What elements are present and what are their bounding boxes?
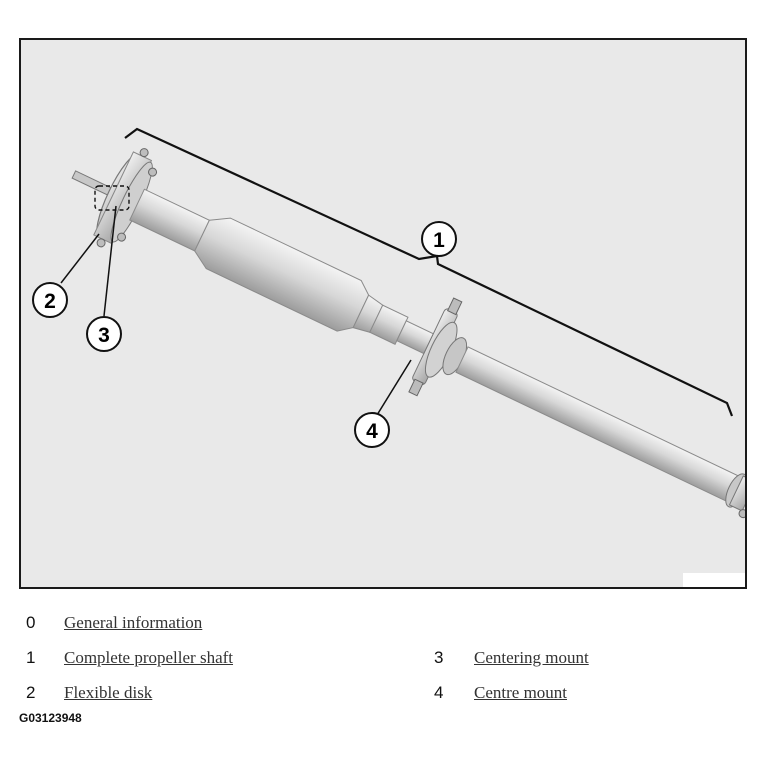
propeller-shaft xyxy=(71,148,745,519)
diagram-canvas: 1 2 3 4 xyxy=(32,127,745,587)
callout-4[interactable]: 4 xyxy=(354,412,390,448)
figure-id: G03123948 xyxy=(19,711,82,725)
legend-number: 2 xyxy=(26,683,36,702)
legend-number: 0 xyxy=(26,613,36,632)
legend-link-flexible-disk[interactable]: Flexible disk xyxy=(64,683,153,702)
legend-link-complete-propeller-shaft[interactable]: Complete propeller shaft xyxy=(64,648,234,667)
callout-1[interactable]: 1 xyxy=(421,221,457,257)
propeller-shaft-diagram: 1 2 3 4 xyxy=(19,38,747,589)
leader-line-2 xyxy=(60,233,100,284)
legend-link-centering-mount[interactable]: Centering mount xyxy=(474,648,589,667)
legend-number: 4 xyxy=(434,683,444,702)
legend-link-centre-mount[interactable]: Centre mount xyxy=(474,683,568,702)
corner-patch xyxy=(683,573,745,587)
leader-line-3 xyxy=(103,205,117,317)
svg-text:2: 2 xyxy=(44,290,56,313)
svg-text:1: 1 xyxy=(433,229,445,252)
leader-line-4 xyxy=(376,359,412,416)
legend-link-general-information[interactable]: General information xyxy=(64,613,203,632)
callout-3[interactable]: 3 xyxy=(86,316,122,352)
centre-mount xyxy=(408,297,468,397)
svg-text:4: 4 xyxy=(366,420,378,443)
svg-text:3: 3 xyxy=(98,324,110,347)
callout-2[interactable]: 2 xyxy=(32,282,68,318)
legend-number: 3 xyxy=(434,648,444,667)
centering-mount-highlight xyxy=(94,185,130,211)
legend-number: 1 xyxy=(26,648,36,667)
